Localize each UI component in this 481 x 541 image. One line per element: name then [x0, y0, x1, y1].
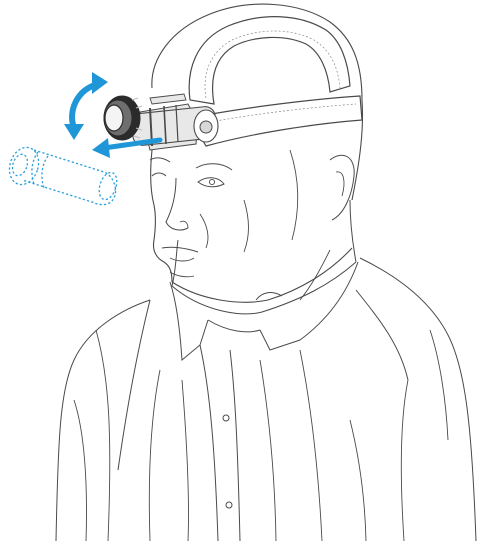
right-fold-3: [430, 330, 448, 440]
right-eye: [198, 178, 224, 187]
lamp-tailcap-button: [200, 121, 212, 133]
left-fold-1: [96, 330, 110, 541]
nostril: [180, 221, 188, 228]
left-fold-4: [74, 400, 87, 541]
mouth: [162, 247, 198, 252]
top-strap: [189, 17, 350, 104]
right-fold-5: [350, 420, 366, 541]
right-pupil: [209, 179, 214, 184]
ghost-body: [22, 150, 116, 205]
ghost-head: [5, 144, 43, 189]
left-eyebrow: [150, 158, 170, 162]
left-fold-3: [182, 380, 189, 541]
ghost-tailcap: [96, 170, 120, 202]
nose: [166, 178, 188, 230]
lamp-lens: [105, 105, 123, 131]
right-fold-1: [300, 350, 322, 541]
lamp-clip: [150, 94, 186, 104]
rotate-arrow-head-bottom: [64, 124, 84, 140]
rotate-arrow-head-top: [92, 72, 108, 94]
nasolabial: [200, 214, 208, 248]
right-shoulder-outline: [360, 258, 476, 541]
right-eyebrow: [196, 164, 232, 170]
left-eye: [152, 173, 166, 176]
ghost-ring-2: [42, 156, 48, 188]
right-fold-2: [401, 380, 408, 541]
cheekbone: [244, 200, 249, 252]
shirt-button-1: [223, 415, 229, 421]
left-shoulder-outline: [56, 300, 150, 541]
left-fold-2: [149, 370, 160, 541]
neck-right: [350, 200, 356, 262]
neck: [172, 200, 356, 300]
lower-lip: [170, 258, 194, 261]
head-strap-top: [189, 17, 350, 104]
ear-inner: [336, 172, 344, 196]
right-fold-4: [260, 360, 276, 541]
shirt-placket: [200, 345, 218, 541]
right-collar: [260, 262, 358, 350]
jaw-line: [172, 248, 352, 302]
collar-inner: [208, 320, 260, 332]
rotate-arrow-icon: [64, 72, 108, 140]
left-shoulder-seam: [118, 300, 150, 470]
right-shoulder-seam: [356, 290, 408, 380]
shirt-placket-edge: [230, 350, 240, 541]
neck-muscle: [300, 250, 330, 300]
shirt-button-2: [226, 502, 232, 508]
detach-arrow-head: [92, 138, 110, 158]
temple: [290, 150, 298, 240]
left-collar: [170, 282, 208, 360]
